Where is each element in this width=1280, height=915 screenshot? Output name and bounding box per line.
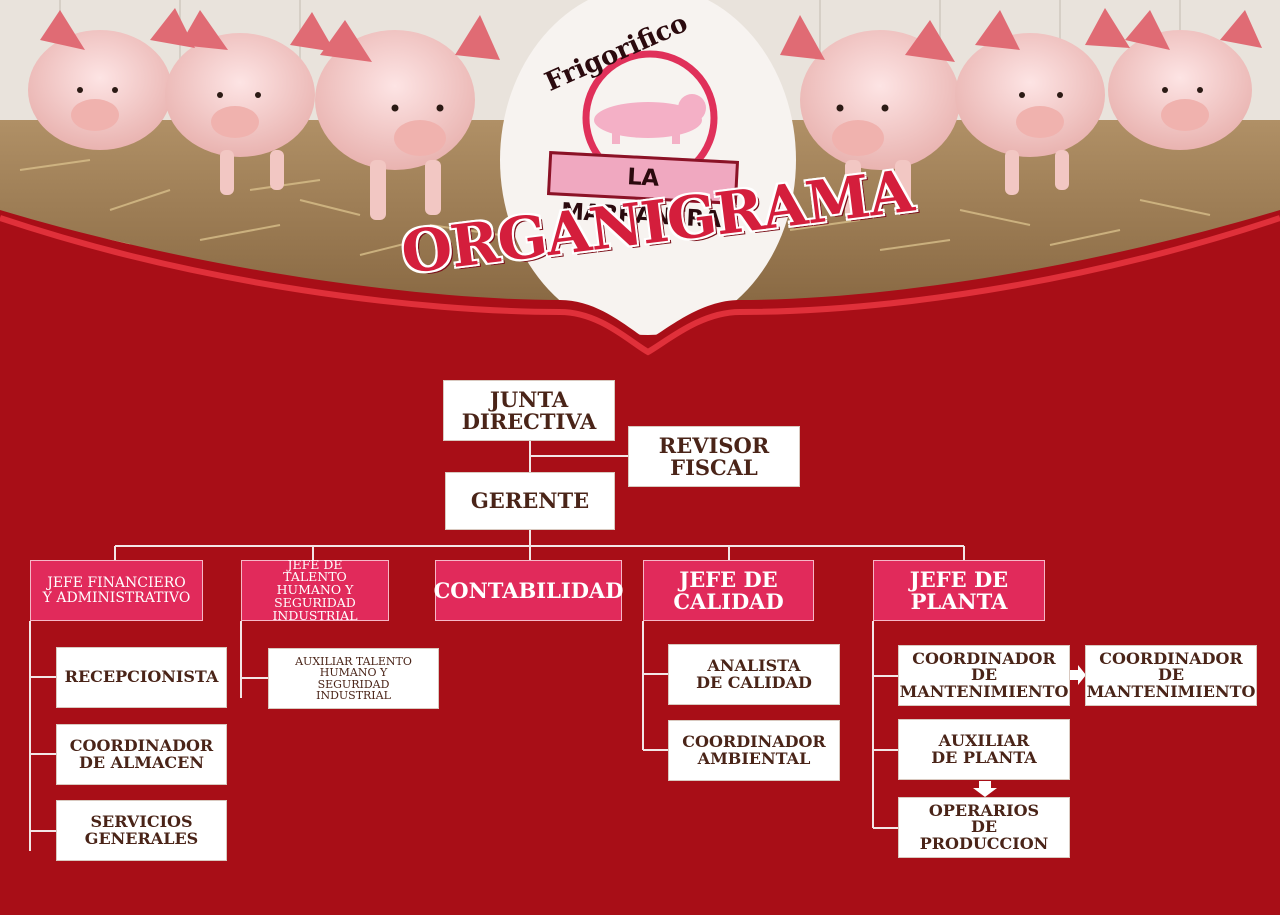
org-node-coordinador-mantenimiento-2: COORDINADOR DE MANTENIMIENTO	[1085, 645, 1257, 706]
org-node-gerente: GERENTE	[445, 472, 615, 530]
org-node-jefe-planta: JEFE DE PLANTA	[873, 560, 1045, 621]
org-node-jefe-talento: JEFE DE TALENTO HUMANO Y SEGURIDAD INDUS…	[241, 558, 389, 622]
org-node-junta-directiva: JUNTA DIRECTIVA	[443, 380, 615, 441]
org-node-auxiliar-talento: AUXILIAR TALENTO HUMANO Y SEGURIDAD INDU…	[268, 648, 439, 709]
org-node-recepcionista: RECEPCIONISTA	[56, 647, 227, 708]
org-node-servicios-generales: SERVICIOS GENERALES	[56, 800, 227, 861]
org-node-coordinador-mantenimiento: COORDINADOR DE MANTENIMIENTO	[898, 645, 1070, 706]
org-node-coordinador-ambiental: COORDINADOR AMBIENTAL	[668, 720, 840, 781]
org-node-jefe-financiero: JEFE FINANCIERO Y ADMINISTRATIVO	[30, 560, 203, 621]
org-node-revisor-fiscal: REVISOR FISCAL	[628, 426, 800, 487]
org-node-analista-calidad: ANALISTA DE CALIDAD	[668, 644, 840, 705]
org-node-operarios-produccion: OPERARIOS DE PRODUCCION	[898, 797, 1070, 858]
brand-prefix: Frigorifico	[540, 8, 693, 98]
pig-banner-image	[0, 0, 1280, 372]
org-node-jefe-calidad: JEFE DE CALIDAD	[643, 560, 814, 621]
org-node-auxiliar-planta: AUXILIAR DE PLANTA	[898, 719, 1070, 780]
org-node-coordinador-almacen: COORDINADOR DE ALMACEN	[56, 724, 227, 785]
org-node-contabilidad: CONTABILIDAD	[434, 560, 623, 621]
